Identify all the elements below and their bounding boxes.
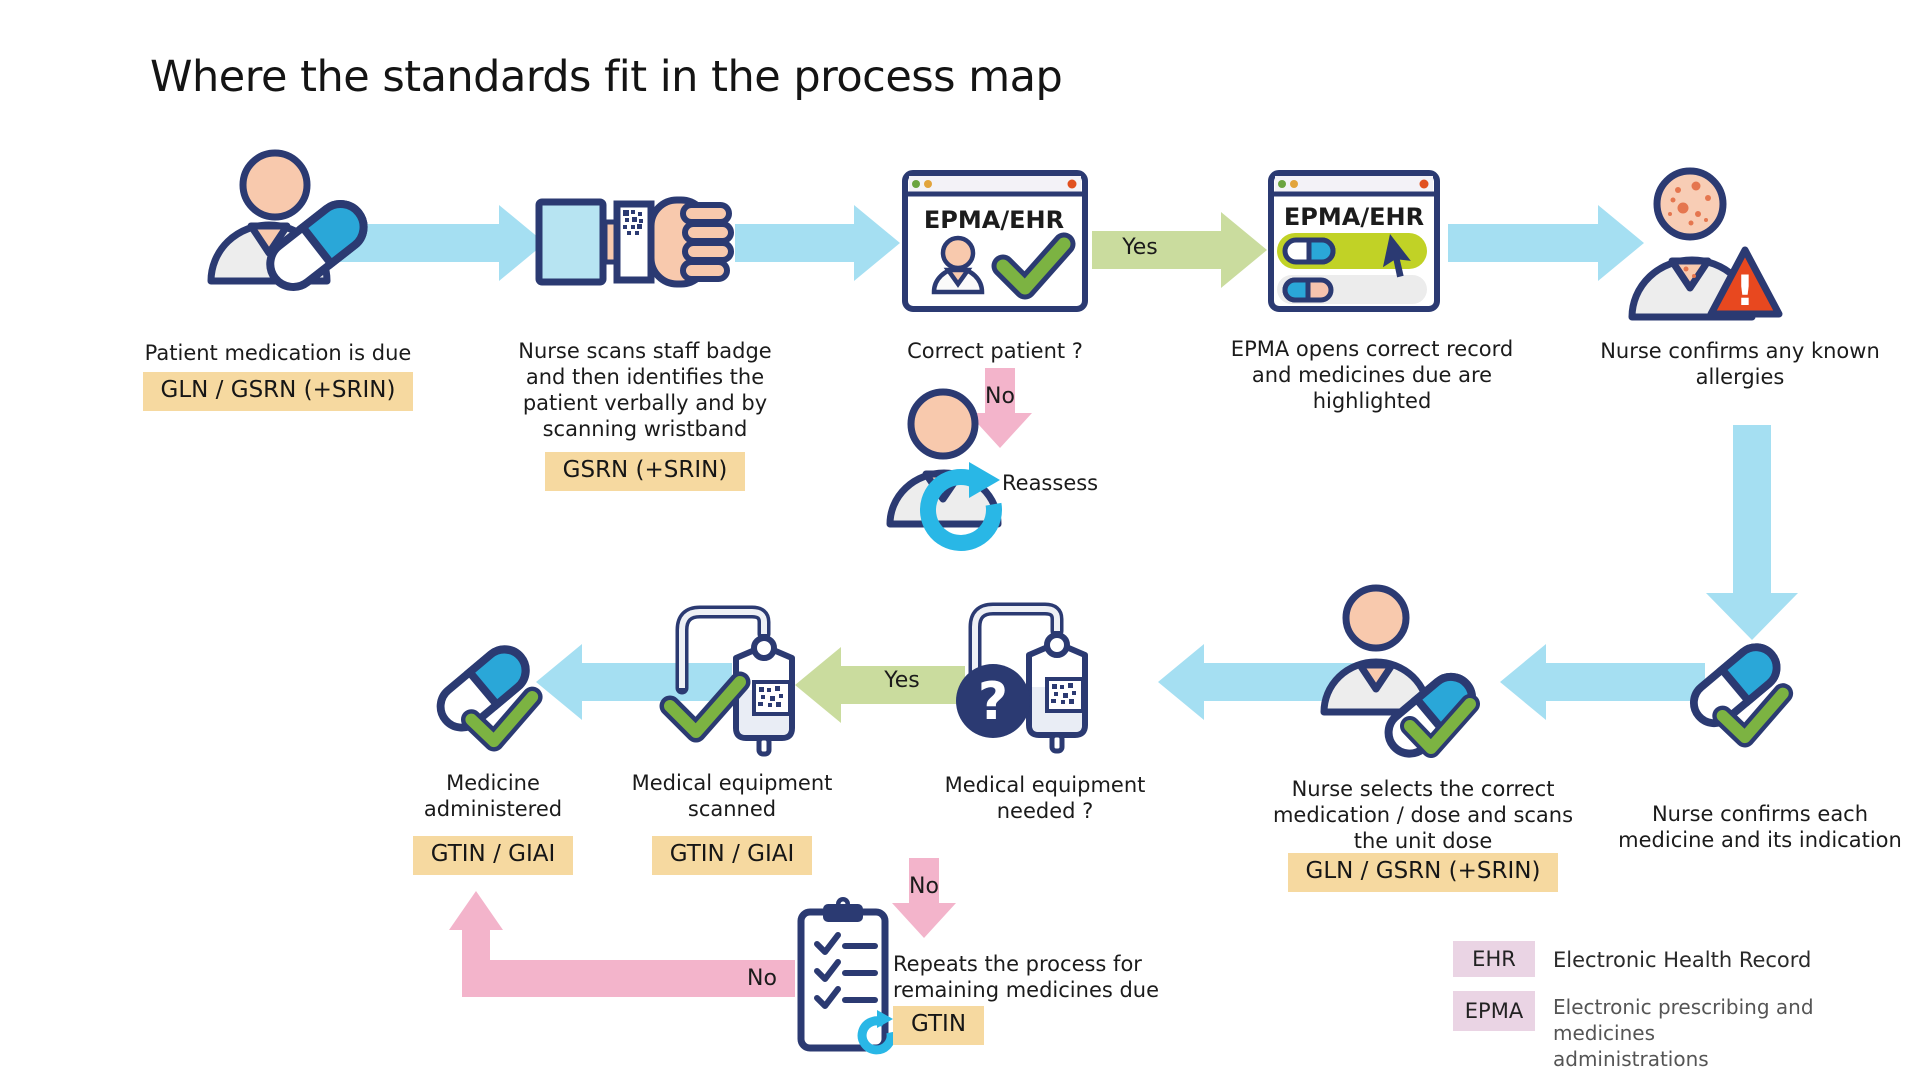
- window-titlebar: [1275, 176, 1433, 192]
- tag-container: GLN / GSRN (+SRIN): [1258, 853, 1588, 892]
- label-select-medication: Nurse selects the correct medication / d…: [1272, 777, 1574, 854]
- window-dot-icon: [1290, 180, 1298, 188]
- tag-container: GTIN / GIAI: [592, 836, 872, 875]
- reassess-icon: [886, 388, 1002, 551]
- label-epma-opens: EPMA opens correct record and medicines …: [1230, 337, 1514, 414]
- allergy-spots: [1668, 181, 1711, 278]
- standard-tag-gln-gsrn: GLN / GSRN (+SRIN): [142, 372, 414, 411]
- legend-ehr-box: EHR: [1453, 941, 1535, 977]
- arrow-no-return-loop: [449, 891, 795, 997]
- legend-ehr-meaning: Electronic Health Record: [1553, 948, 1812, 972]
- capsule-icon: [1282, 237, 1336, 265]
- check-icon: [991, 232, 1076, 300]
- question-circle-icon: [956, 664, 1030, 738]
- question-icon: ?: [978, 672, 1008, 732]
- window-dot-icon: [1419, 179, 1429, 189]
- iv-equipment-question-icon: ?: [956, 602, 1088, 754]
- window-dot-icon: [912, 180, 920, 188]
- window-title: EPMA/EHR: [924, 206, 1064, 234]
- allergy-alert-icon: !: [1628, 167, 1783, 321]
- cursor-icon: [1382, 234, 1411, 278]
- label-patient-medication-due: Patient medication is due: [144, 341, 412, 365]
- arrow-yes-equip-needed: [795, 647, 965, 723]
- pill-check-icon: [1689, 643, 1794, 748]
- legend-epma-meaning: Electronic prescribing and medicines adm…: [1553, 995, 1814, 1071]
- label-confirm-each-medicine: Nurse confirms each medicine and its ind…: [1618, 802, 1902, 853]
- standard-tag-gln-gsrn: GLN / GSRN (+SRIN): [1287, 853, 1559, 892]
- arrow-no-equip-needed: [892, 858, 956, 938]
- label-medicine-administered: Medicine administered: [423, 771, 563, 822]
- exclamation-icon: !: [1735, 266, 1754, 315]
- warning-triangle-icon: [1707, 246, 1783, 318]
- flow-arrow-epma-to-allergies: [1448, 205, 1644, 281]
- patient-avatar-icon: [931, 235, 985, 295]
- branch-label-no: No: [909, 874, 939, 899]
- correct-patient-window-icon: EPMA/EHR: [902, 170, 1088, 312]
- arrow-no-correct-patient: [968, 368, 1032, 448]
- label-equipment-needed: Medical equipment needed ?: [944, 773, 1146, 824]
- wristband-scan-icon: [535, 196, 734, 288]
- arrow-yes-correct-patient: [1092, 212, 1267, 288]
- branch-label-yes: Yes: [1122, 235, 1158, 260]
- window-title: EPMA/EHR: [1284, 203, 1424, 231]
- standard-tag-gtin: GTIN: [893, 1006, 985, 1045]
- window-dot-icon: [924, 180, 932, 188]
- standard-tag-gsrn: GSRN (+SRIN): [544, 452, 746, 491]
- label-equipment-scanned: Medical equipment scanned: [631, 771, 833, 822]
- refresh-icon: [857, 1010, 896, 1055]
- label-scan-badge: Nurse scans staff badge and then identif…: [518, 339, 772, 442]
- branch-label-yes: Yes: [884, 668, 920, 693]
- barcode-icon: [758, 686, 783, 707]
- checklist-rows: [814, 932, 878, 1009]
- label-correct-patient: Correct patient ?: [907, 339, 1083, 363]
- legend-ehr-abbr: EHR: [1472, 947, 1516, 971]
- refresh-icon: [920, 462, 1002, 551]
- label-confirms-allergies: Nurse confirms any known allergies: [1600, 339, 1880, 390]
- tag-container: GTIN: [893, 1006, 985, 1045]
- standard-tag-gtin-giai: GTIN / GIAI: [412, 836, 574, 875]
- flow-arrow-allergies-down: [1706, 425, 1798, 640]
- capsule-icon: [1282, 277, 1334, 303]
- page-title: Where the standards fit in the process m…: [150, 52, 1063, 102]
- branch-label-no: No: [985, 384, 1015, 409]
- tag-container: GTIN / GIAI: [353, 836, 633, 875]
- window-titlebar: [909, 176, 1081, 192]
- epma-record-window-icon: EPMA/EHR: [1268, 170, 1440, 312]
- window-dot-icon: [1067, 179, 1077, 189]
- patient-medication-icon: [207, 149, 368, 291]
- barcode-icon: [623, 210, 643, 235]
- capsule-icon: [266, 200, 368, 291]
- standard-tag-gtin-giai: GTIN / GIAI: [651, 836, 813, 875]
- label-repeat-process: Repeats the process for remaining medici…: [893, 952, 1160, 1003]
- flow-arrow-confirm-to-select: [1500, 644, 1705, 720]
- legend-epma-box: EPMA: [1453, 991, 1535, 1031]
- clip-icon: [823, 904, 863, 922]
- nurse-select-medication-icon: [1320, 584, 1480, 758]
- branch-label-no: No: [747, 966, 777, 991]
- tag-container: GLN / GSRN (+SRIN): [118, 372, 438, 411]
- label-reassess: Reassess: [1002, 471, 1099, 495]
- window-dot-icon: [1278, 180, 1286, 188]
- flow-arrow-scan-to-correct-patient: [735, 205, 900, 281]
- tag-container: GSRN (+SRIN): [505, 452, 785, 491]
- barcode-icon: [1051, 683, 1076, 704]
- pill-check-icon: [436, 645, 543, 752]
- legend-epma-abbr: EPMA: [1464, 999, 1524, 1023]
- checklist-clipboard-icon: [797, 897, 896, 1055]
- iv-equipment-check-icon: [659, 605, 795, 757]
